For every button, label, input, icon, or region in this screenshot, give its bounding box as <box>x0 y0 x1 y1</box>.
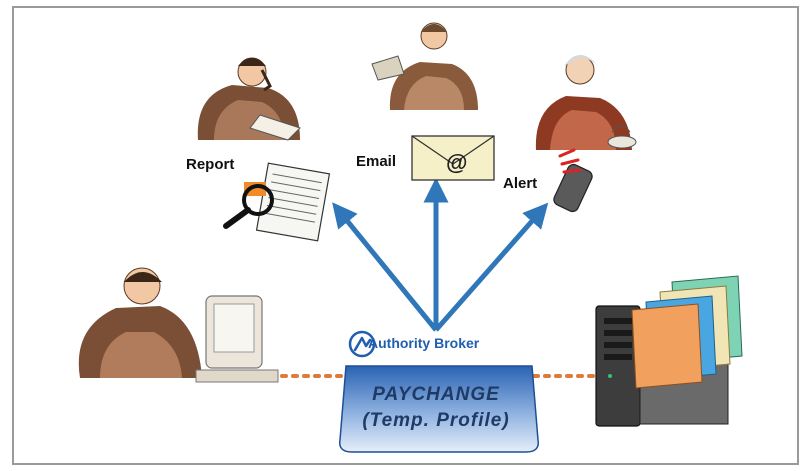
authority-broker-logo-icon <box>348 330 376 358</box>
woman-with-coffee-icon <box>535 55 637 150</box>
report-document-icon <box>244 162 331 242</box>
paychange-subtitle: (Temp. Profile) <box>362 410 510 431</box>
broker-logo-spacer <box>334 329 362 357</box>
email-label: Email <box>356 153 397 170</box>
alert-label: Alert <box>503 175 538 192</box>
person-at-computer-icon <box>78 267 279 383</box>
server-with-files-icon <box>595 275 743 427</box>
paychange-title: PAYCHANGE <box>372 384 500 405</box>
pager-icon <box>553 148 593 213</box>
authority-broker-label: Authority Broker <box>368 335 480 351</box>
at-sign: @ <box>446 150 467 175</box>
person-on-phone-icon <box>197 57 301 141</box>
magnifier-icon <box>223 184 274 229</box>
authority-broker-badge: Authority Broker <box>334 328 479 358</box>
arrow-to-alert <box>434 202 549 332</box>
envelope-icon: @ <box>411 135 495 181</box>
report-label: Report <box>186 156 235 173</box>
arrow-to-report <box>332 202 438 332</box>
paychange-platform <box>339 365 539 453</box>
person-reading-icon <box>371 22 478 110</box>
